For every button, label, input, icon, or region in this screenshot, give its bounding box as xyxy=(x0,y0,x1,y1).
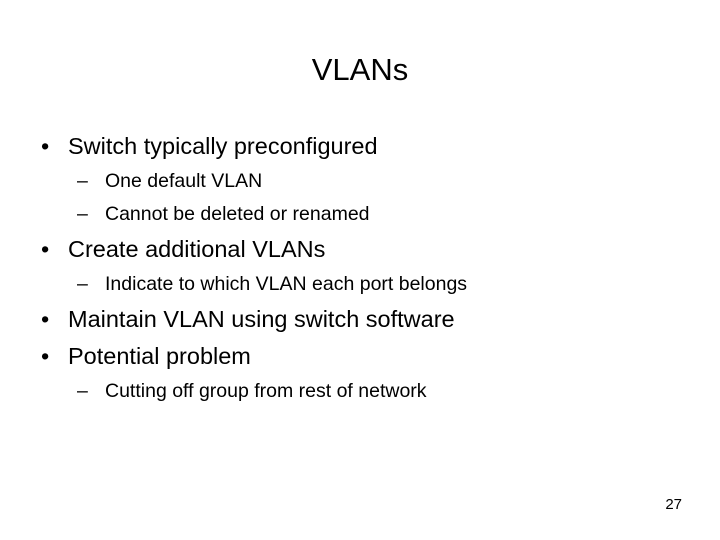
list-item: • Potential problem xyxy=(0,338,720,375)
list-item: – Indicate to which VLAN each port belon… xyxy=(0,268,720,301)
list-item-label: Maintain VLAN using switch software xyxy=(68,306,455,332)
list-item-label: Switch typically preconfigured xyxy=(68,133,378,159)
list-item: • Switch typically preconfigured xyxy=(0,128,720,165)
list-item: – Cutting off group from rest of network xyxy=(0,375,720,408)
bullet-icon: • xyxy=(41,343,50,369)
list-item-label: Potential problem xyxy=(68,343,251,369)
list-item: • Create additional VLANs xyxy=(0,231,720,268)
page-title: VLANs xyxy=(311,52,409,87)
list-item-label: One default VLAN xyxy=(105,170,263,192)
dash-icon: – xyxy=(77,170,88,192)
dash-icon: – xyxy=(77,380,88,402)
list-item-label: Cutting off group from rest of network xyxy=(105,380,427,402)
list-item-label: Indicate to which VLAN each port belongs xyxy=(105,273,468,295)
bullet-icon: • xyxy=(41,236,50,262)
dash-icon: – xyxy=(77,273,88,295)
bullet-list: • Switch typically preconfigured – One d… xyxy=(0,128,720,408)
list-item: • Maintain VLAN using switch software xyxy=(0,301,720,338)
bullet-icon: • xyxy=(41,133,50,159)
dash-icon: – xyxy=(77,203,88,225)
list-item-label: Create additional VLANs xyxy=(68,236,326,262)
list-item-label: Cannot be deleted or renamed xyxy=(105,203,370,225)
list-item: – One default VLAN xyxy=(0,165,720,198)
list-item: – Cannot be deleted or renamed xyxy=(0,198,720,231)
bullet-icon: • xyxy=(41,306,50,332)
page-number: 27 xyxy=(665,496,682,513)
